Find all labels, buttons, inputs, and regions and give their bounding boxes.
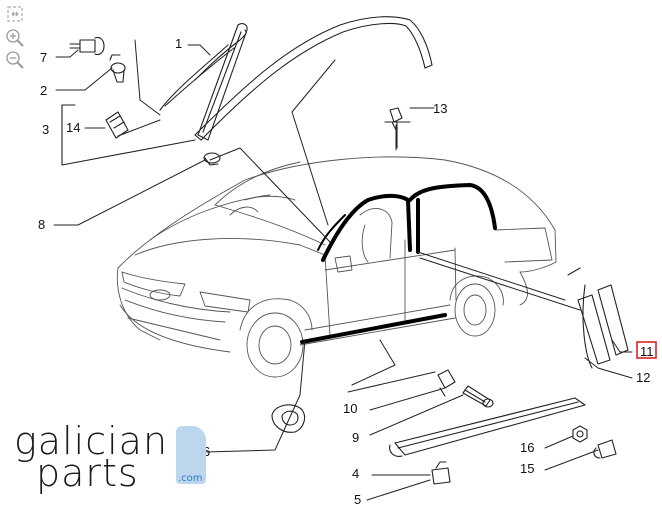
callout-8: 8 xyxy=(38,217,45,232)
callout-5: 5 xyxy=(354,492,361,507)
zoom-out-icon xyxy=(6,51,24,69)
part-15-clip xyxy=(593,439,617,459)
callout-1: 1 xyxy=(175,36,182,51)
zoom-in-button[interactable] xyxy=(4,28,26,48)
callout-11: 11 xyxy=(640,344,654,359)
fit-view-button[interactable] xyxy=(4,4,26,24)
callout-2: 2 xyxy=(40,83,47,98)
callout-12: 12 xyxy=(636,370,650,385)
callout-10: 10 xyxy=(343,401,357,416)
zoom-in-icon xyxy=(6,29,24,47)
part-10-clip xyxy=(437,369,456,397)
part-13-clip xyxy=(384,107,411,149)
zoom-out-button[interactable] xyxy=(4,50,26,70)
callout-15: 15 xyxy=(520,461,534,476)
logo-suffix: .com xyxy=(178,473,203,484)
callout-4: 4 xyxy=(352,466,359,481)
pillar-trim-11-12 xyxy=(567,267,629,369)
callout-14: 14 xyxy=(66,120,80,135)
part-9-screw xyxy=(462,385,494,408)
callout-11-highlight xyxy=(636,341,657,359)
part-16-nut xyxy=(572,425,588,443)
fit-view-icon xyxy=(7,6,23,22)
part-14-bracket xyxy=(105,111,129,139)
part-1-roof-molding xyxy=(159,23,248,141)
part-8-bolt xyxy=(203,152,221,166)
part-5-clip xyxy=(431,461,451,485)
logo-word-top: galician xyxy=(14,419,169,463)
leader-lines xyxy=(53,39,633,501)
callout-9: 9 xyxy=(352,430,359,445)
roof-rail xyxy=(194,16,433,141)
part-7-clip xyxy=(69,36,105,56)
callout-7: 7 xyxy=(40,50,47,65)
logo-accent-shape xyxy=(176,426,206,484)
callout-13: 13 xyxy=(433,101,447,116)
logo-word-bottom: parts xyxy=(36,451,139,495)
door-frame-seal xyxy=(300,183,497,344)
part-6-grommet xyxy=(271,404,306,433)
part-4-sill-molding xyxy=(389,397,586,457)
callout-16: 16 xyxy=(520,440,534,455)
callout-labels: 1 2 3 4 5 6 7 8 9 10 11 12 13 14 15 16 xyxy=(38,36,654,507)
callout-6: 6 xyxy=(203,444,210,459)
car-outline xyxy=(116,156,557,378)
galicianparts-logo: galician parts .com xyxy=(6,420,218,500)
part-2-screw xyxy=(109,54,126,83)
callout-3: 3 xyxy=(42,122,49,137)
